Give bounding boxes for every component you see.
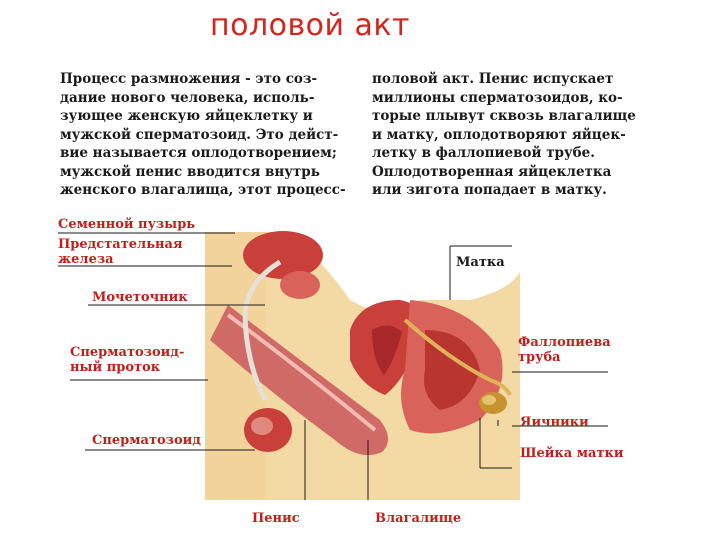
label-cervix: Шейка матки xyxy=(520,446,624,461)
label-uterus: Матка xyxy=(456,255,505,270)
intro-paragraph-left: Процесс размножения - это соз- дание нов… xyxy=(60,71,346,198)
rectum-tissue xyxy=(424,330,480,410)
label-sperm: Сперматозоид xyxy=(92,433,201,448)
vas-deferens-shape xyxy=(242,259,282,402)
label-prostate: Предстательная железа xyxy=(58,237,183,267)
label-ovaries: Яичники xyxy=(520,415,589,430)
label-penis: Пенис xyxy=(252,511,300,526)
penis-shape xyxy=(210,305,389,456)
label-fallopian-tube: Фаллопиева труба xyxy=(518,335,611,365)
ovary-highlight xyxy=(482,395,496,405)
label-urethra: Мочеточник xyxy=(92,290,188,305)
fallopian-tube-shape xyxy=(403,318,512,396)
testicle-highlight xyxy=(251,417,273,435)
page-title: половой акт xyxy=(209,8,411,43)
uterus-cavity xyxy=(372,325,402,375)
label-vas-deferens: Сперматозоид- ный проток xyxy=(70,345,185,375)
label-seminal-vesicle: Семенной пузырь xyxy=(58,217,196,232)
label-vagina: Влагалище xyxy=(375,511,462,526)
prostate-shape xyxy=(280,271,320,299)
pointer-lines xyxy=(58,232,608,500)
seminal-vesicle-shape xyxy=(243,231,323,279)
intro-paragraph-right: половой акт. Пенис испускает миллионы сп… xyxy=(372,71,636,198)
